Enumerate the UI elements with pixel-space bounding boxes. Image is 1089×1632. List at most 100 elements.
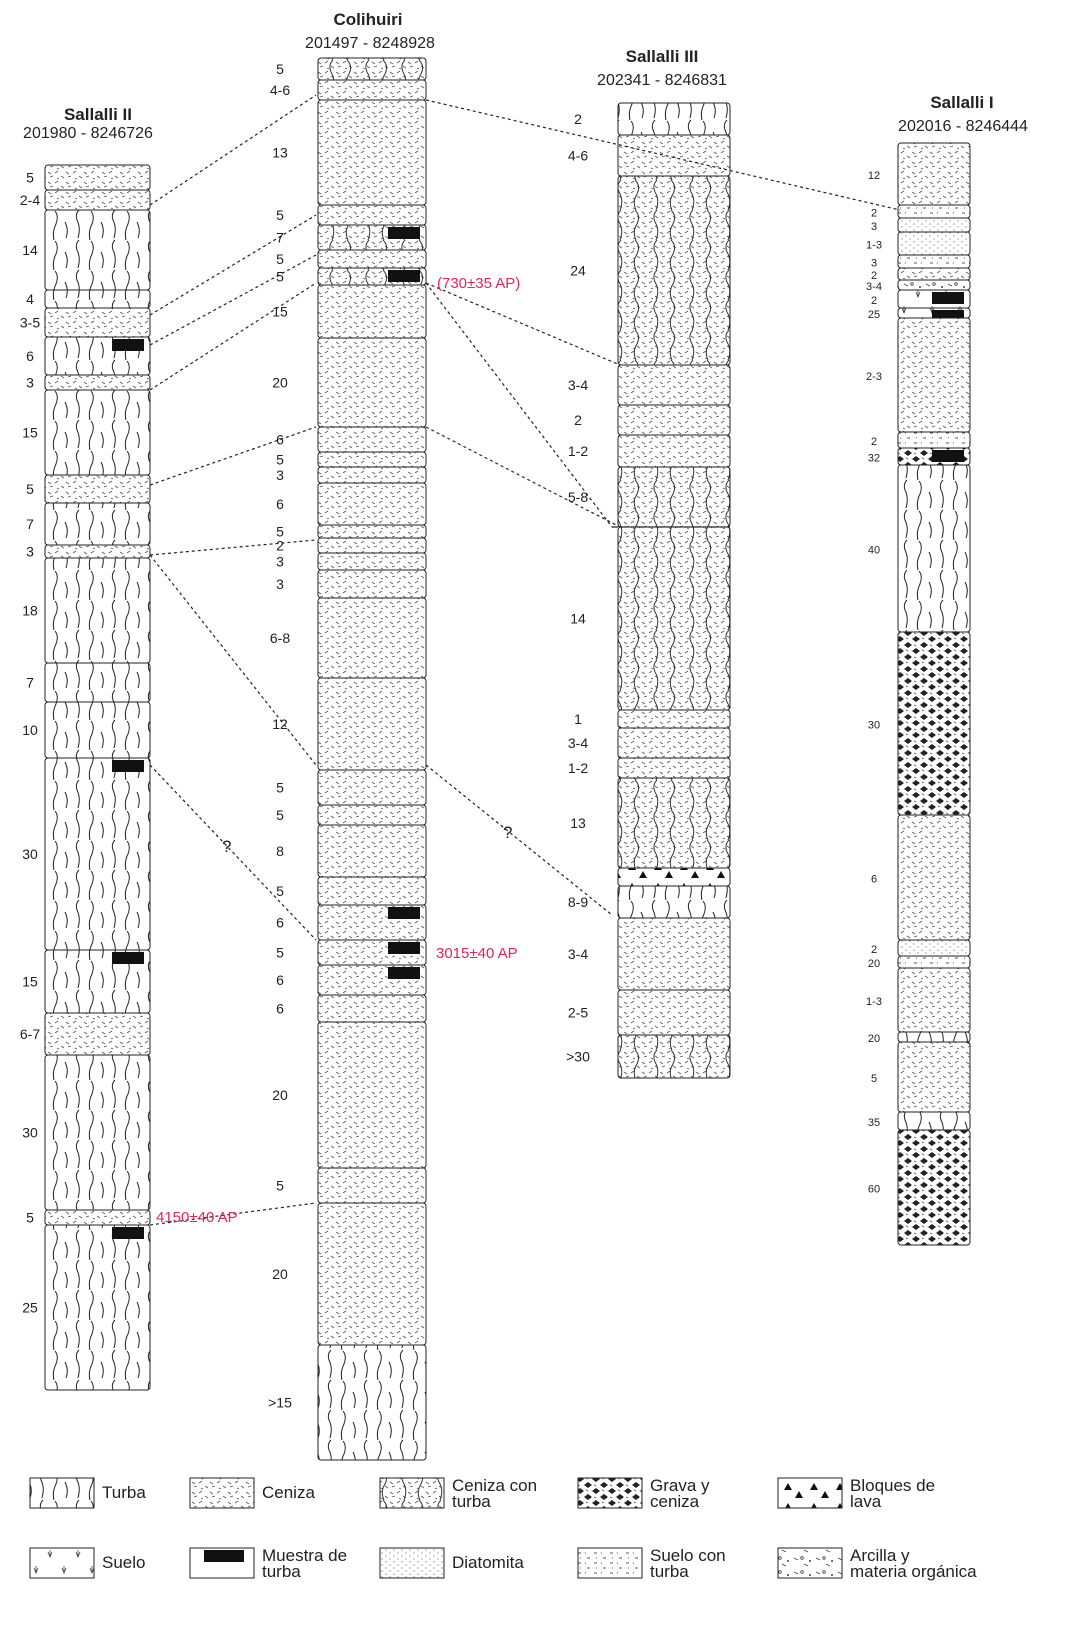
stratum-ceniza bbox=[317, 569, 427, 599]
stratum-ceniza bbox=[317, 1202, 427, 1346]
stratum-arcilla bbox=[897, 279, 971, 291]
thickness-label: 3 bbox=[276, 576, 284, 592]
column-coords: 201497 - 8248928 bbox=[305, 35, 435, 52]
peat-sample-marker bbox=[932, 310, 964, 318]
thickness-label: 3 bbox=[871, 258, 877, 270]
legend-item-suelo: Suelo bbox=[29, 1547, 145, 1579]
stratum-ceniza bbox=[317, 1021, 427, 1169]
thickness-label: 2 bbox=[871, 208, 877, 220]
stratum-turba bbox=[44, 209, 151, 291]
stratum-ceniza bbox=[317, 597, 427, 679]
thickness-label: 5 bbox=[276, 524, 284, 540]
legend-label: Suelo bbox=[102, 1553, 145, 1572]
stratum-turba bbox=[897, 1111, 971, 1131]
peat-sample-marker bbox=[204, 1550, 244, 1562]
stratum-ceniza_turba bbox=[617, 175, 731, 366]
uncertain-mark: ? bbox=[503, 823, 512, 842]
stratum-suelo_turba bbox=[897, 254, 971, 269]
thickness-label: 5 bbox=[276, 251, 284, 267]
thickness-label: 15 bbox=[22, 974, 38, 990]
stratum-ceniza bbox=[44, 1012, 151, 1056]
thickness-label: 30 bbox=[22, 846, 38, 862]
stratum-ceniza bbox=[44, 374, 151, 391]
thickness-label: 60 bbox=[868, 1184, 880, 1196]
stratum-turba bbox=[617, 102, 731, 136]
thickness-label: 6 bbox=[871, 874, 877, 886]
thickness-label: 1-3 bbox=[866, 996, 882, 1008]
stratum-ceniza bbox=[617, 989, 731, 1036]
thickness-label: 3 bbox=[871, 221, 877, 233]
stratum-ceniza bbox=[44, 189, 151, 211]
thickness-label: 5 bbox=[276, 269, 284, 285]
stratum-turba bbox=[897, 1031, 971, 1043]
radiocarbon-date: 3015±40 AP bbox=[436, 945, 518, 962]
stratum-diatomita bbox=[897, 939, 971, 957]
stratum-suelo_turba bbox=[897, 204, 971, 219]
thickness-label: 5 bbox=[276, 61, 284, 77]
stratum-ceniza bbox=[897, 317, 971, 433]
thickness-label: 7 bbox=[26, 675, 34, 691]
thickness-label: 35 bbox=[868, 1117, 880, 1129]
thickness-label: 6-8 bbox=[270, 630, 290, 646]
thickness-label: 3 bbox=[26, 375, 34, 391]
legend-swatch bbox=[29, 1547, 95, 1579]
thickness-label: 4-6 bbox=[270, 82, 290, 98]
correlation-line bbox=[425, 282, 613, 528]
thickness-label: 2 bbox=[871, 295, 877, 307]
stratum-ceniza bbox=[317, 769, 427, 806]
stratum-ceniza bbox=[317, 466, 427, 484]
thickness-label: 12 bbox=[272, 716, 288, 732]
correlation-line bbox=[425, 764, 613, 916]
stratum-bloques bbox=[617, 867, 731, 887]
stratum-ceniza_turba bbox=[617, 1034, 731, 1079]
stratum-ceniza bbox=[44, 474, 151, 504]
stratum-turba bbox=[44, 389, 151, 476]
correlation-line bbox=[149, 1202, 317, 1226]
stratum-suelo_turba bbox=[897, 955, 971, 969]
thickness-label: 2 bbox=[871, 436, 877, 448]
stratum-ceniza bbox=[617, 434, 731, 468]
column-title: Colihuiri bbox=[334, 10, 403, 29]
stratum-ceniza bbox=[317, 284, 427, 339]
thickness-label: 3-4 bbox=[568, 377, 588, 393]
correlation-line bbox=[149, 764, 317, 941]
thickness-label: 14 bbox=[22, 242, 38, 258]
stratum-ceniza bbox=[317, 249, 427, 269]
correlation-line bbox=[149, 254, 317, 346]
thickness-label: 15 bbox=[272, 304, 288, 320]
thickness-label: 1 bbox=[574, 711, 582, 727]
thickness-label: 15 bbox=[22, 425, 38, 441]
thickness-label: 3-4 bbox=[568, 735, 588, 751]
thickness-label: 3-4 bbox=[866, 281, 882, 293]
stratum-ceniza bbox=[317, 337, 427, 428]
stratum-ceniza bbox=[44, 307, 151, 338]
stratum-ceniza bbox=[617, 727, 731, 759]
thickness-label: 12 bbox=[868, 170, 880, 182]
legend-swatch bbox=[777, 1477, 843, 1509]
thickness-label: 3 bbox=[276, 467, 284, 483]
stratum-ceniza bbox=[44, 1209, 151, 1226]
stratum-ceniza bbox=[897, 967, 971, 1033]
thickness-label: 6 bbox=[276, 1001, 284, 1017]
legend-swatch bbox=[379, 1477, 445, 1509]
legend-item-diatomita: Diatomita bbox=[379, 1547, 524, 1579]
colihuiri-header: Colihuiri 201497 - 8248928 bbox=[305, 10, 435, 52]
peat-sample-marker bbox=[932, 292, 964, 304]
sallalli-iii-header: Sallalli III 202341 - 8246831 bbox=[597, 47, 727, 89]
thickness-label: 1-2 bbox=[568, 443, 588, 459]
stratum-ceniza bbox=[617, 917, 731, 991]
stratum-ceniza_turba bbox=[317, 57, 427, 81]
thickness-label: 5 bbox=[26, 481, 34, 497]
correlation-line bbox=[149, 539, 317, 556]
thickness-label: 10 bbox=[22, 722, 38, 738]
legend-item-turba: Turba bbox=[29, 1477, 146, 1509]
thickness-label: 3-5 bbox=[20, 315, 40, 331]
thickness-label: 14 bbox=[570, 611, 586, 627]
peat-sample-marker bbox=[112, 952, 144, 964]
